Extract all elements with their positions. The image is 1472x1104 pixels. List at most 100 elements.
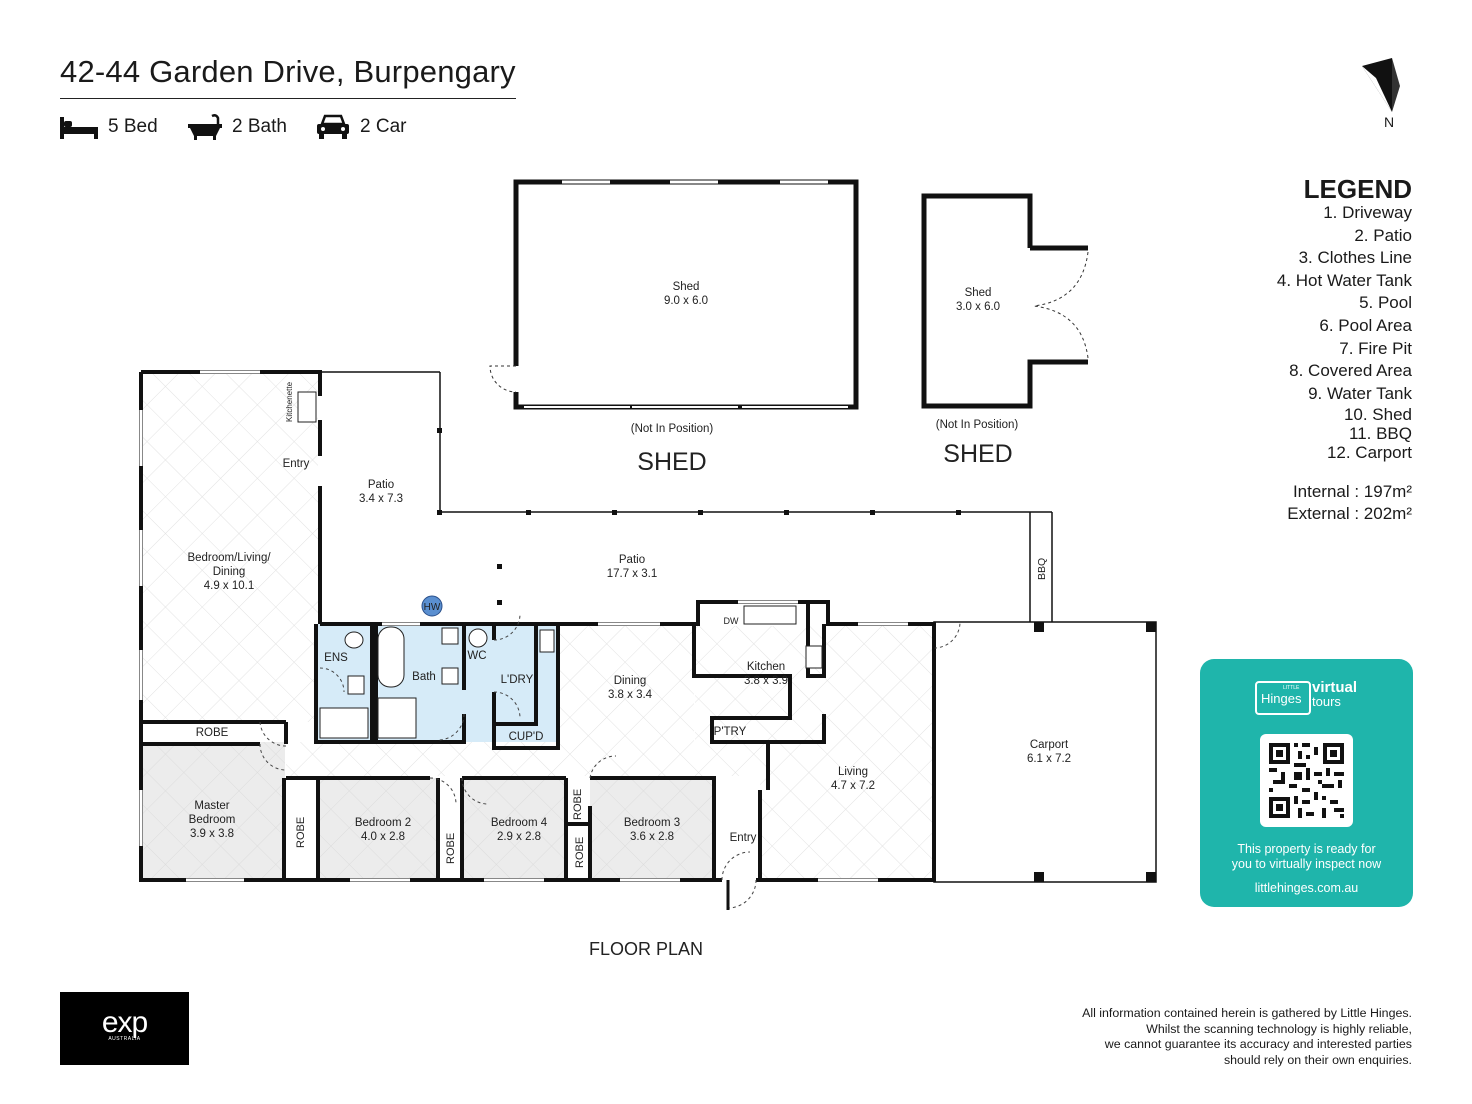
qr-url-link[interactable]: littlehinges.com.au — [1254, 881, 1359, 895]
hot-water-icon — [421, 595, 443, 617]
qr-caption-line1: This property is ready for — [1237, 842, 1376, 856]
legend-item: 9. Water Tank — [1308, 383, 1412, 403]
bbq-label: BBQ — [1036, 558, 1048, 580]
ptry-label: P'TRY — [714, 726, 747, 738]
bath-label: Bath — [412, 671, 436, 683]
bed-count: 5 Bed — [108, 116, 158, 137]
legend-title: LEGEND — [1303, 174, 1412, 204]
legend-item: 2. Patio — [1354, 225, 1412, 245]
hw-label: HW — [424, 602, 441, 613]
disclaimer-line: Whilst the scanning technology is highly… — [1146, 1021, 1412, 1036]
master-fill — [143, 742, 285, 878]
disclaimer: All information contained herein is gath… — [1082, 1006, 1412, 1068]
big-shed-note: (Not In Position) — [631, 423, 714, 435]
logo-virtual-text: virtual — [1312, 679, 1358, 696]
wc-label: WC — [467, 650, 486, 662]
big-shed: Shed 9.0 x 6.0 (Not In Position) SHED — [489, 179, 859, 476]
bed-living-fill — [143, 374, 318, 722]
legend-item: 12. Carport — [1326, 443, 1412, 463]
robe-label: ROBE — [295, 817, 307, 848]
feature-bath: 2 Bath — [188, 114, 287, 140]
dining-label: Dining — [614, 675, 647, 687]
exp-agency-logo: exp AUSTRALIA — [60, 992, 189, 1065]
cupd-label: CUP'D — [509, 731, 544, 743]
living-kitchen-fill — [592, 626, 934, 880]
exp-logo-text: exp — [101, 1006, 148, 1039]
living-size: 4.7 x 7.2 — [831, 780, 875, 792]
logo-small-text: LITTLE — [1283, 685, 1300, 691]
master-size: 3.9 x 3.8 — [190, 828, 234, 840]
patio-long — [440, 510, 1053, 622]
disclaimer-line: we cannot guarantee its accuracy and int… — [1104, 1037, 1412, 1052]
carport — [933, 621, 1157, 883]
small-shed-size: 3.0 x 6.0 — [956, 301, 1000, 313]
legend-item: 4. Hot Water Tank — [1276, 270, 1412, 290]
legend-item: 8. Covered Area — [1289, 361, 1412, 381]
robe-label: ROBE — [196, 727, 229, 739]
dining-fill — [558, 626, 694, 756]
north-label: N — [1384, 114, 1395, 130]
robe-label: ROBE — [574, 837, 586, 868]
legend-item: 11. BBQ — [1349, 424, 1412, 444]
patio-small-label: Patio — [368, 479, 394, 491]
legend-item: 5. Pool — [1359, 293, 1412, 313]
legend-item: 3. Clothes Line — [1298, 248, 1412, 268]
bed-living-label-1: Bedroom/Living/ — [187, 552, 271, 564]
qr-caption-line2: you to virtually inspect now — [1231, 857, 1382, 871]
big-shed-size: 9.0 x 6.0 — [664, 295, 708, 307]
car-icon — [317, 114, 349, 139]
legend-item: 10. Shed — [1343, 405, 1412, 425]
small-shed-caption: SHED — [943, 440, 1012, 468]
north-compass-icon — [1362, 58, 1400, 112]
master-label-1: Master — [194, 800, 229, 812]
bed3-fill — [590, 778, 714, 878]
small-shed-note: (Not In Position) — [936, 419, 1019, 431]
entry-bottom-label: Entry — [730, 832, 757, 844]
little-hinges-logo: LITTLE Hinges — [1255, 681, 1311, 715]
bed-icon — [60, 117, 98, 139]
feature-car: 2 Car — [316, 114, 406, 140]
logo-brand-text: Hinges — [1261, 691, 1302, 706]
bed2-fill — [318, 778, 438, 878]
robe-label: ROBE — [572, 789, 584, 820]
ens-label: ENS — [324, 652, 348, 664]
bed-living-label-2: Dining — [213, 566, 246, 578]
carport-size: 6.1 x 7.2 — [1027, 753, 1071, 765]
dining-size: 3.8 x 3.4 — [608, 689, 653, 701]
disclaimer-line: All information contained herein is gath… — [1082, 1006, 1412, 1020]
entry-top-label: Entry — [283, 458, 310, 470]
bed4-fill — [462, 778, 566, 878]
legend-item: 1. Driveway — [1323, 203, 1412, 222]
property-address: 42-44 Garden Drive, Burpengary — [60, 54, 516, 89]
bed-living-size: 4.9 x 10.1 — [204, 580, 255, 592]
small-shed: Shed 3.0 x 6.0 (Not In Position) SHED — [921, 193, 1089, 468]
kitchenette-label: Kitchenette — [285, 381, 294, 422]
master-label-2: Bedroom — [189, 814, 236, 826]
internal-area: Internal : 197m² — [1292, 482, 1412, 501]
external-area: External : 202m² — [1287, 504, 1412, 523]
legend-list: 1. Driveway 2. Patio 3. Clothes Line 4. … — [1277, 202, 1412, 462]
small-shed-label: Shed — [965, 287, 992, 299]
living-label: Living — [838, 766, 868, 778]
ldry-label: L'DRY — [501, 674, 534, 686]
big-shed-caption: SHED — [637, 448, 706, 476]
robe-label: ROBE — [445, 833, 457, 864]
bed4-size: 2.9 x 2.8 — [497, 831, 541, 843]
bed2-size: 4.0 x 2.8 — [361, 831, 405, 843]
dw-label: DW — [724, 616, 739, 626]
logo-tours-text: tours — [1312, 694, 1341, 709]
kitchen-size: 3.8 x 3.9 — [744, 675, 788, 687]
virtual-tour-card[interactable]: LITTLE Hinges virtual tours This propert… — [1200, 659, 1413, 907]
bed3-size: 3.6 x 2.8 — [630, 831, 674, 843]
title-divider — [60, 98, 516, 99]
car-count: 2 Car — [360, 116, 407, 137]
feature-bed: 5 Bed — [60, 114, 158, 140]
qr-code-icon[interactable] — [1260, 734, 1353, 827]
kitchen-label: Kitchen — [747, 661, 785, 673]
patio-small-size: 3.4 x 7.3 — [359, 493, 403, 505]
legend-item: 7. Fire Pit — [1339, 338, 1412, 358]
exp-logo-sub: AUSTRALIA — [108, 1036, 141, 1042]
patio-long-label: Patio — [619, 554, 645, 566]
carport-label: Carport — [1030, 739, 1069, 751]
bed2-label: Bedroom 2 — [355, 817, 411, 829]
